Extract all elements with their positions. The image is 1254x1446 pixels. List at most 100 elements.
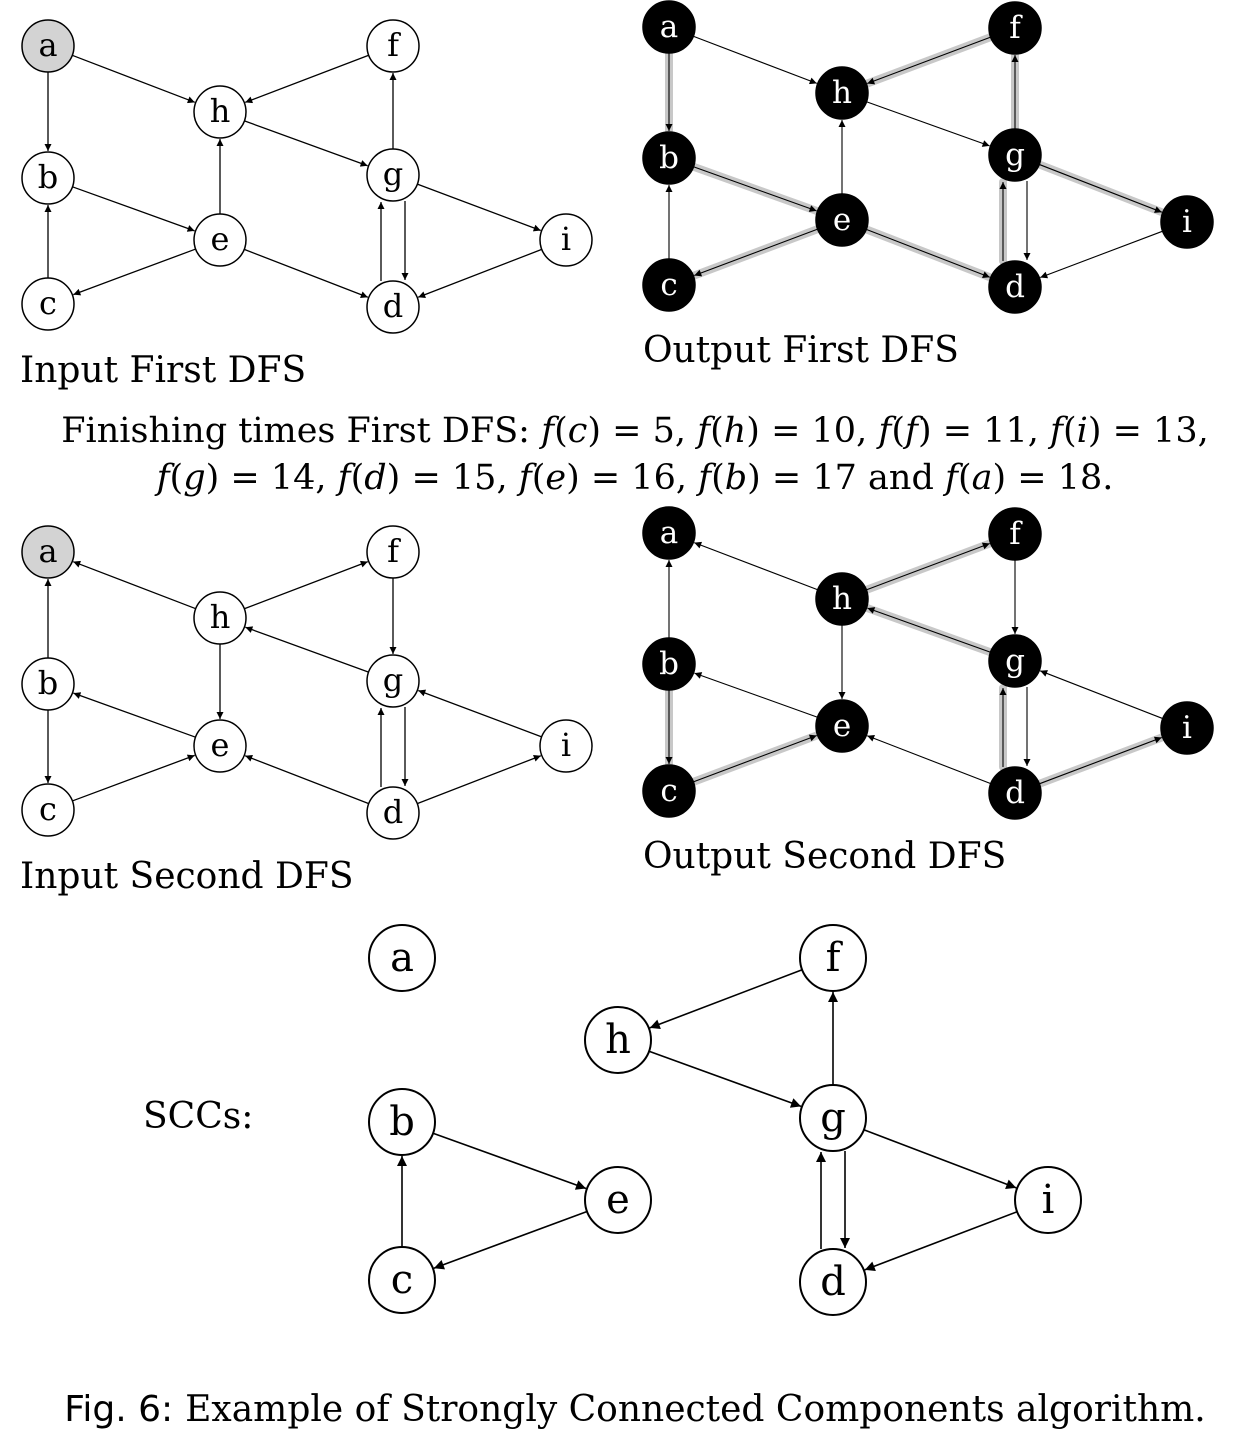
finishing-times-line-2: f(g) = 14, f(d) = 15, f(e) = 16, f(b) = … <box>154 458 1114 498</box>
node-label-h: h <box>832 75 852 111</box>
ft-paren-open-b: ( <box>711 458 725 498</box>
ft-value-a: 18 <box>1058 458 1103 498</box>
node-label-b: b <box>659 646 679 682</box>
node-c <box>642 764 696 818</box>
node-d <box>988 260 1042 314</box>
node-label-g: g <box>1005 643 1025 679</box>
ft-node-g: g <box>183 458 205 498</box>
ft-paren-close-f: ) = <box>918 411 983 451</box>
edges-output-first <box>665 33 1166 282</box>
ft-value-f: 11 <box>983 411 1028 451</box>
finishing-times-line-1: Finishing times First DFS: f(c) = 5, f(h… <box>61 411 1208 451</box>
ft-paren-open-a: ( <box>958 458 972 498</box>
ft-paren-open-d: ( <box>351 458 365 498</box>
ft-paren-open-g: ( <box>170 458 184 498</box>
ft-paren-close-c: ) = <box>587 411 652 451</box>
edges-sccs <box>397 969 1018 1271</box>
node-label-d: d <box>1005 775 1025 811</box>
node-label-i: i <box>1182 204 1192 240</box>
node-h <box>584 1006 652 1074</box>
node-label-b: b <box>659 140 679 176</box>
node-d <box>366 786 420 840</box>
edge-e-c <box>73 248 196 296</box>
edge-i-g <box>418 689 542 738</box>
ft-value-e: 16 <box>631 458 676 498</box>
node-label-d: d <box>820 1259 846 1305</box>
ft-paren-open-i: ( <box>1063 411 1077 451</box>
ft-paren-open-e: ( <box>532 458 546 498</box>
edge-i-d <box>417 248 542 298</box>
node-label-e: e <box>833 202 851 238</box>
node-label-c: c <box>660 773 677 809</box>
node-label-g: g <box>383 661 403 699</box>
edge-h-g <box>866 101 990 147</box>
ft-value-i: 13 <box>1153 411 1198 451</box>
figure-caption: Fig. 6:Example of Strongly Connected Com… <box>64 1389 1205 1430</box>
edge-g-h <box>245 626 369 673</box>
node-i <box>1160 195 1214 249</box>
edge-e-d <box>866 228 991 278</box>
node-b <box>368 1088 436 1156</box>
node-label-a: a <box>390 935 414 981</box>
ft-sep-a: . <box>1102 458 1113 498</box>
caption-output-second: Output Second DFS <box>643 836 1006 877</box>
node-i <box>1014 1166 1082 1234</box>
edge-h-f <box>866 542 990 591</box>
edge-b-e <box>72 186 195 232</box>
node-i <box>1160 701 1214 755</box>
edge-g-i <box>417 183 541 232</box>
node-label-d: d <box>383 793 403 831</box>
node-label-e: e <box>606 1177 630 1223</box>
node-b <box>642 637 696 691</box>
figure-caption-text: Example of Strongly Connected Components… <box>185 1389 1206 1430</box>
ft-paren-close-i: ) = <box>1088 411 1153 451</box>
edge-d-i <box>1039 736 1162 785</box>
node-f <box>799 924 867 992</box>
node-label-f: f <box>826 935 844 981</box>
ft-paren-close-h: ) = <box>746 411 811 451</box>
ft-paren-close-a: ) = <box>993 458 1058 498</box>
edge-f-h <box>867 36 991 85</box>
node-label-h: h <box>832 581 852 617</box>
node-label-b: b <box>389 1099 415 1145</box>
edge-e-b <box>73 692 196 738</box>
node-c <box>21 783 75 837</box>
node-e <box>815 699 869 753</box>
ft-value-d: 15 <box>452 458 497 498</box>
edge-h-g <box>648 1050 802 1108</box>
node-label-f: f <box>387 532 401 570</box>
finishing-times-prefix: Finishing times First DFS: <box>61 411 541 451</box>
node-a <box>642 506 696 560</box>
edge-a-h <box>693 35 817 85</box>
node-label-g: g <box>1005 137 1025 173</box>
edge-f-h <box>244 54 369 104</box>
node-b <box>642 131 696 185</box>
edge-c-e <box>72 754 195 802</box>
node-a <box>642 0 696 54</box>
node-label-i: i <box>561 220 571 258</box>
edge-i-g <box>1039 670 1163 720</box>
ft-sep-f: , <box>1028 411 1050 451</box>
edge-h-g <box>244 120 368 167</box>
node-label-g: g <box>820 1095 846 1141</box>
edge-g-i <box>1039 163 1163 213</box>
ft-node-c: c <box>568 411 588 451</box>
edges-input-second <box>44 560 542 805</box>
node-d <box>366 280 420 334</box>
edge-a-h <box>72 54 196 104</box>
edge-d-e <box>866 735 991 785</box>
edge-g-i <box>863 1129 1017 1189</box>
node-label-i: i <box>561 726 571 764</box>
ft-paren-close-g: ) = <box>206 458 271 498</box>
node-e <box>584 1166 652 1234</box>
node-label-c: c <box>39 790 57 828</box>
node-label-h: h <box>210 92 231 130</box>
node-label-a: a <box>38 532 57 570</box>
node-label-a: a <box>660 515 678 551</box>
node-label-f: f <box>1009 10 1023 46</box>
ft-paren-close-b: ) = <box>747 458 812 498</box>
